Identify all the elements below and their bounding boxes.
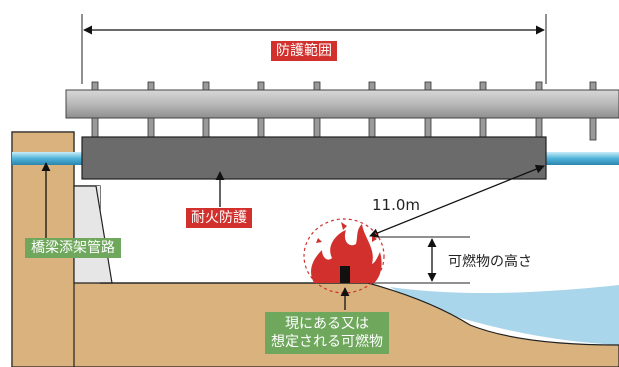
combustible-label: 現にある又は 想定される可燃物 — [265, 312, 389, 355]
water-pipe-right — [546, 152, 619, 165]
protection-range-label: 防護範囲 — [271, 41, 337, 61]
combustible-label-line1: 現にある又は — [285, 316, 369, 332]
fire-protection-block — [81, 136, 547, 180]
water-area — [390, 285, 619, 345]
combustible-label-line2: 想定される可燃物 — [271, 334, 383, 351]
distance-arrow — [369, 164, 545, 238]
fire-icon — [303, 218, 385, 294]
distance-label: 11.0m — [372, 196, 421, 214]
bridge-pipe-label: 橋梁添架管路 — [25, 238, 121, 258]
water-pipe-left — [12, 152, 84, 165]
bridge-girder — [65, 89, 619, 119]
fire-protection-label: 耐火防護 — [186, 208, 252, 228]
combustible-height-label: 可燃物の高さ — [448, 254, 532, 270]
